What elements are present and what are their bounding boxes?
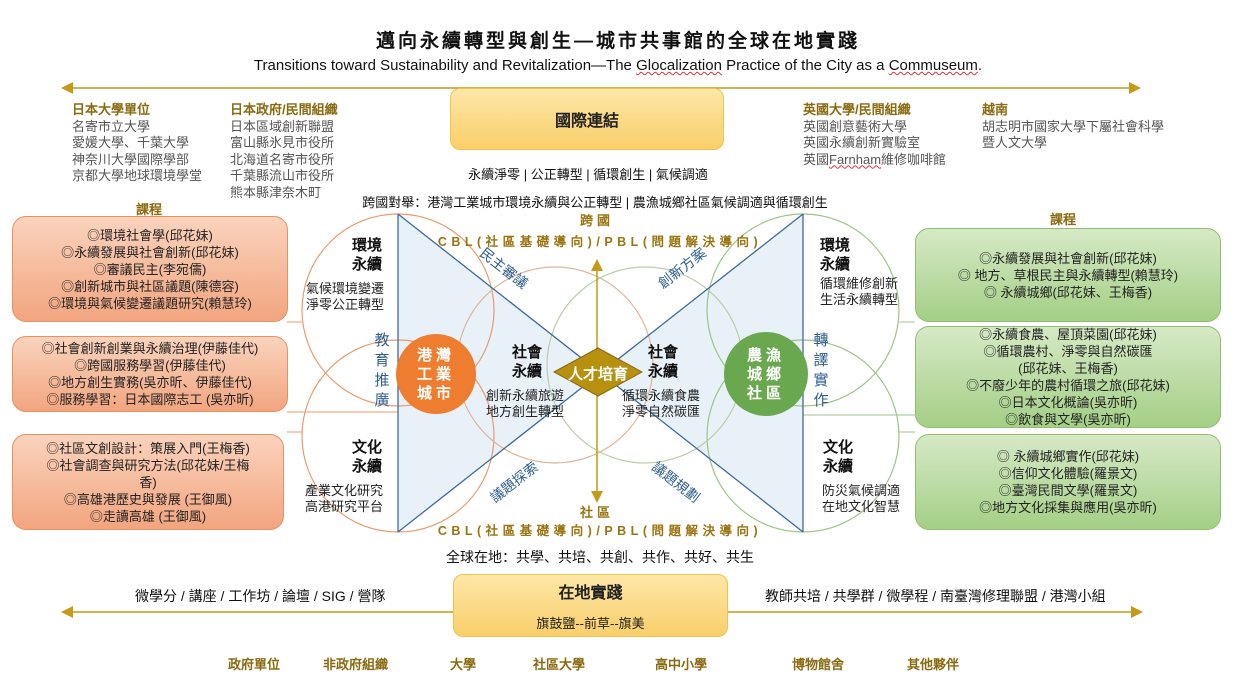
right-soc-heading: 社會永續 — [648, 344, 679, 380]
right-course-box-soc: ◎永續食農、屋頂菜園(邱花妹)◎循環農村、淨零與自然碳匯(邱花妹、王梅香)◎不廢… — [915, 326, 1221, 428]
axis-bottom-cbl: CBL(社區基礎導向)/PBL(問題解決導向) — [437, 524, 763, 538]
axis-top-cbl: CBL(社區基礎導向)/PBL(問題解決導向) — [437, 235, 763, 249]
left-triangle — [398, 214, 600, 532]
left-soc-heading: 社會永續 — [512, 344, 543, 380]
partner-uk: 英國大學/民間組織 英國創意藝術大學英國永續創新實驗室 英國Farnham維修咖… — [803, 102, 947, 167]
bottom-partner: 高中小學 — [655, 657, 708, 672]
right-cul-heading: 文化永續 — [823, 439, 854, 475]
right-cul-desc: 防災氣候調適在地文化智慧 — [822, 483, 901, 514]
partner-japan-government: 日本政府/民間組織 日本區域創新聯盟富山縣氷見市役所北海道名寄市役所千葉縣流山市… — [230, 102, 338, 200]
right-course-box-env: ◎永續發展與社會創新(邱花妹)◎ 地方、草根民主與永續轉型(賴慧玲)◎ 永續城鄉… — [915, 228, 1221, 322]
bottom-partner: 其他夥伴 — [907, 657, 960, 672]
bottom-partner: 博物館舍 — [792, 657, 845, 672]
bottom-partner: 大學 — [450, 657, 477, 672]
left-course-box-soc: ◎社會創新創業與永續治理(伊藤佳代)◎跨國服務學習(伊藤佳代)◎地方創生實務(吳… — [12, 336, 288, 412]
right-env-desc: 循環維修創新生活永續轉型 — [820, 276, 899, 307]
bottom-partner: 社區大學 — [533, 657, 586, 672]
left-soc-desc: 創新永續旅遊地方創生轉型 — [486, 388, 565, 419]
partner-vietnam: 越南 胡志明市國家大學下屬社會科學暨人文大學 — [982, 102, 1165, 150]
left-activities: 微學分 / 講座 / 工作坊 / 論壇 / SIG / 營隊 — [135, 588, 386, 604]
left-env-desc: 氣候環境變遷淨零公正轉型 — [306, 281, 385, 312]
harbor-industrial-city-hub: 港灣工業城市 — [396, 334, 476, 414]
left-cul-desc: 產業文化研究高港研究平台 — [305, 483, 384, 514]
right-soc-desc: 循環永續食農淨零自然碳匯 — [622, 388, 701, 419]
cross-national-comparison: 跨國對舉：港灣工業城市環境永續與公正轉型 | 農漁城鄉社區氣候調適與循環創生 — [362, 195, 828, 210]
page-title: 邁向永續轉型與創生—城市共事館的全球在地實踐 — [375, 31, 860, 52]
axis-top-label: 跨國 — [579, 213, 614, 228]
page-subtitle: Transitions toward Sustainability and Re… — [253, 57, 983, 74]
international-hub: 國際連結 — [450, 88, 724, 150]
partner-japan-universities: 日本大學單位 名寄市立大學愛媛大學、千葉大學神奈川大學國際學部京都大學地球環境學… — [72, 102, 203, 183]
international-keywords: 永續淨零 | 公正轉型 | 循環創生 | 氣候調適 — [468, 167, 708, 182]
right-vertical-label: 轉譯實作 — [813, 332, 829, 409]
right-course-box-cul: ◎ 永續城鄉實作(邱花妹)◎信仰文化體驗(羅景文)◎臺灣民間文學(羅景文)◎地方… — [915, 434, 1221, 530]
right-triangle — [600, 214, 803, 532]
left-cul-heading: 文化永續 — [352, 439, 383, 475]
right-env-heading: 環境永續 — [820, 237, 851, 273]
rural-fishing-community-hub: 農漁城鄉社區 — [724, 332, 808, 416]
local-practice-hub: 在地實踐 旗鼓鹽--前草--旗美 — [453, 574, 728, 637]
left-env-heading: 環境永續 — [352, 237, 383, 273]
talent-cultivation-label: 人才培育 — [567, 366, 628, 383]
left-vertical-label: 教育推廣 — [374, 332, 390, 409]
glocal-principles: 全球在地：共學、共培、共創、共作、共好、共生 — [446, 549, 754, 565]
right-courses-label: 課程 — [1050, 212, 1077, 227]
axis-bottom-label: 社區 — [579, 505, 614, 520]
bottom-partner: 政府單位 — [228, 657, 281, 672]
right-activities: 教師共培 / 共學群 / 微學程 / 南臺灣修理聯盟 / 港灣小組 — [765, 588, 1106, 604]
left-course-box-env: ◎環境社會學(邱花妹)◎永續發展與社會創新(邱花妹)◎審議民主(李宛儒)◎創新城… — [12, 216, 288, 322]
center-diamond — [552, 347, 644, 397]
left-course-box-cul: ◎社區文創設計：策展入門(王梅香)◎社會調查與研究方法(邱花妹/王梅香)◎高雄港… — [12, 434, 284, 530]
left-courses-label: 課程 — [136, 202, 163, 217]
bottom-partner: 非政府組織 — [323, 657, 389, 672]
